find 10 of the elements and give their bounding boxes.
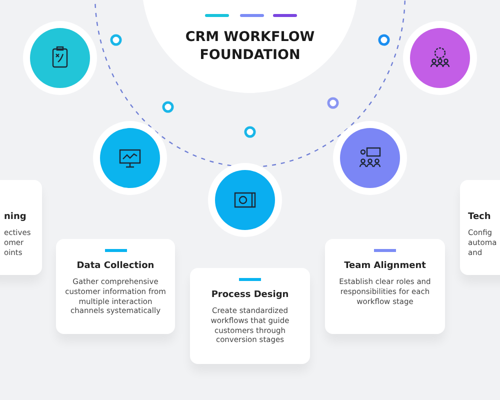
title: CRM WORKFLOW FOUNDATION <box>184 29 316 64</box>
info-card <box>56 239 175 334</box>
info-card <box>0 180 42 275</box>
info-card <box>190 268 310 364</box>
card-title: Process Design <box>210 290 290 300</box>
info-card <box>325 239 445 334</box>
card-title: Data Collection <box>76 261 156 271</box>
card-title: Team Alignment <box>343 261 427 271</box>
card-title: ning <box>4 212 28 222</box>
card-title: Tech <box>468 212 492 222</box>
